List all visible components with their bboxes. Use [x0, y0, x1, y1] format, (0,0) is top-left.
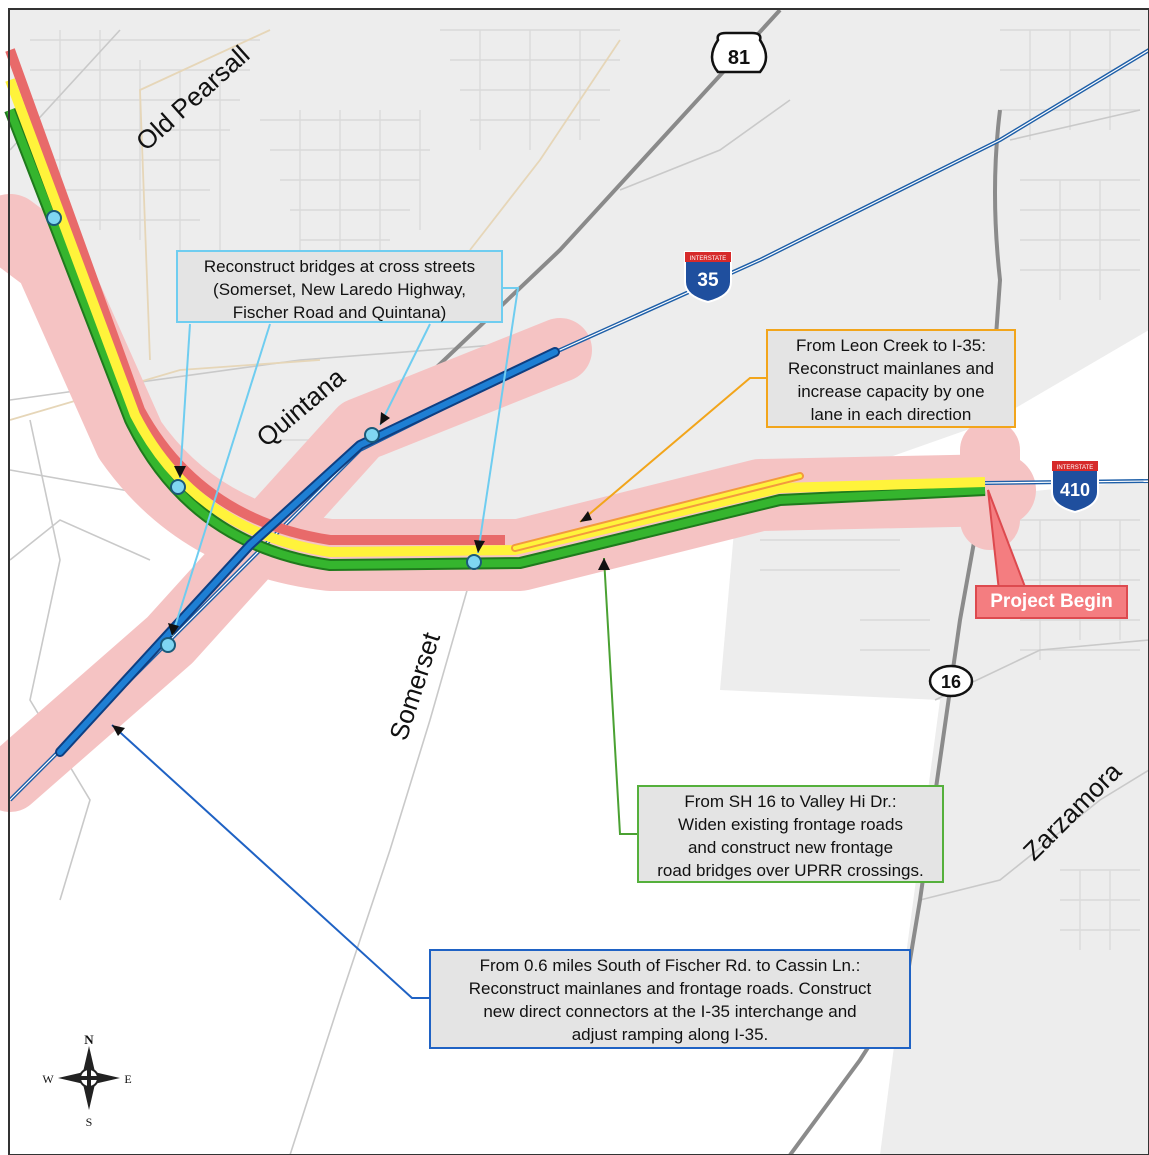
- callout-line: From 0.6 miles South of Fischer Rd. to C…: [479, 956, 861, 975]
- bridge-marker: [364, 427, 380, 443]
- callout-line: (Somerset, New Laredo Highway,: [213, 280, 466, 299]
- urban-area-north: [10, 10, 1149, 575]
- callout-leon-creek: From Leon Creek to I-35: Reconstruct mai…: [766, 329, 1016, 428]
- i410-label: 410: [1060, 480, 1090, 500]
- i410-shield: INTERSTATE 410: [1051, 460, 1099, 514]
- tan-roads: [9, 29, 621, 421]
- leader-arrowheads: [112, 412, 610, 736]
- i35-label: 35: [697, 270, 719, 291]
- callout-line: lane in each direction: [810, 405, 972, 424]
- street-grid: [30, 29, 1140, 950]
- callout-line: From SH 16 to Valley Hi Dr.:: [684, 792, 897, 811]
- compass-w: W: [42, 1072, 54, 1086]
- callout-line: new direct connectors at the I-35 interc…: [483, 1002, 857, 1021]
- bridge-marker: [46, 210, 62, 226]
- green-frontage-road: [6, 108, 986, 569]
- bridge-markers: [46, 210, 482, 653]
- callout-line: Widen existing frontage roads: [678, 815, 903, 834]
- callout-reconstruct-bridges: Reconstruct bridges at cross streets (So…: [176, 250, 503, 323]
- callout-line: Reconstruct bridges at cross streets: [203, 257, 476, 276]
- bridge-marker: [466, 554, 482, 570]
- yellow-mainlanes: [5, 78, 986, 557]
- callout-line: adjust ramping along I-35.: [571, 1025, 769, 1044]
- us81-label: 81: [728, 47, 750, 69]
- project-begin-label: Project Begin: [975, 585, 1128, 619]
- compass-e: E: [124, 1072, 131, 1086]
- callout-fischer-cassin: From 0.6 miles South of Fischer Rd. to C…: [429, 949, 911, 1049]
- callout-line: Reconstruct mainlanes and frontage roads…: [468, 979, 872, 998]
- compass-s: S: [86, 1115, 93, 1129]
- i35-shield: INTERSTATE 35: [684, 251, 732, 304]
- bridge-marker: [170, 479, 186, 495]
- red-frontage-road: [5, 48, 505, 545]
- i35-banner: INTERSTATE: [690, 256, 726, 262]
- blue-i35-reconstruct-segment: [57, 349, 558, 755]
- callout-line: Reconstruct mainlanes and: [787, 359, 994, 378]
- callout-line: Fischer Road and Quintana): [232, 303, 447, 322]
- sh16-label: 16: [941, 672, 961, 692]
- us81-shield: 81: [710, 31, 768, 74]
- callout-sh16-valley-hi: From SH 16 to Valley Hi Dr.: Widen exist…: [637, 785, 944, 883]
- bridge-marker: [160, 637, 176, 653]
- callout-line: increase capacity by one: [797, 382, 985, 401]
- sh16-shield: 16: [928, 664, 974, 698]
- callout-line: From Leon Creek to I-35:: [796, 336, 986, 355]
- map-frame: [8, 8, 1149, 1155]
- callout-line: and construct new frontage: [687, 838, 894, 857]
- compass-rose: N S W E: [42, 1032, 131, 1129]
- sh16-road: [788, 109, 1003, 1155]
- i410-banner: INTERSTATE: [1057, 465, 1093, 471]
- callout-line: road bridges over UPRR crossings.: [657, 861, 924, 880]
- compass-n: N: [84, 1032, 94, 1047]
